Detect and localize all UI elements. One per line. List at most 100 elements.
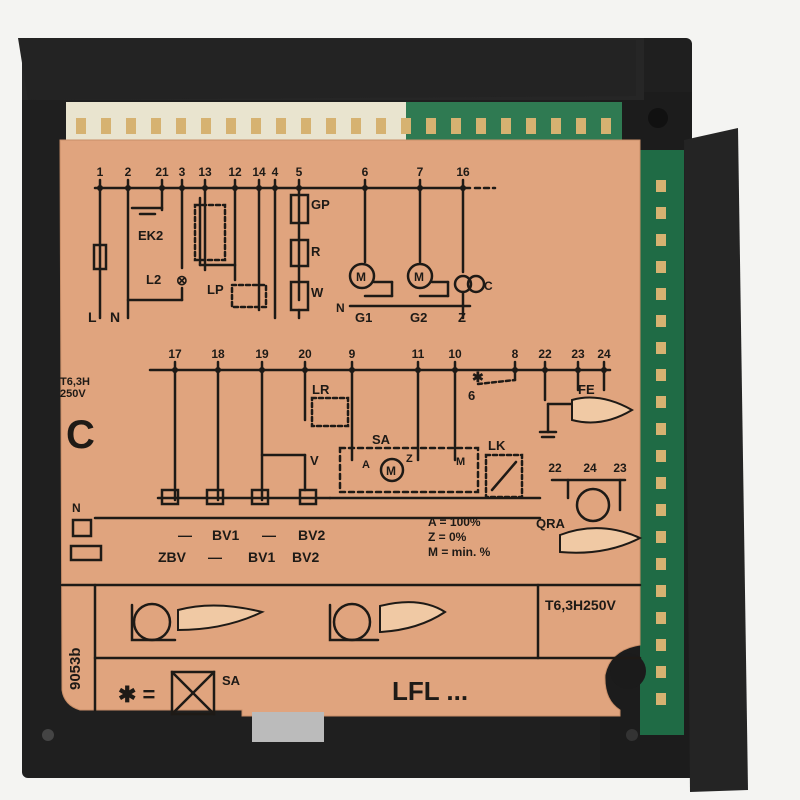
terminal-node xyxy=(202,185,208,191)
connector-pin xyxy=(656,288,666,300)
terminal-node xyxy=(417,185,423,191)
connector-pin xyxy=(656,531,666,543)
star-equals: ✱ = xyxy=(118,682,155,707)
valve-legend-item: BV2 xyxy=(292,549,319,565)
terminal-number: 8 xyxy=(512,347,519,361)
terminal-number: 16 xyxy=(456,165,470,179)
position-legend-item: M = min. % xyxy=(428,545,491,559)
terminal-node xyxy=(362,185,368,191)
connector-pin xyxy=(601,118,611,134)
connector-pin xyxy=(351,118,361,134)
terminal-node xyxy=(296,185,302,191)
terminal-node xyxy=(232,185,238,191)
label-n-mid: N xyxy=(72,501,81,515)
flame-symbols xyxy=(177,396,643,634)
vertical-code: 9053b xyxy=(67,647,84,690)
connector-pin xyxy=(656,396,666,408)
terminal-node xyxy=(512,367,518,373)
motor-g1-symbol: M xyxy=(356,270,366,284)
screw-hole-bottom-left xyxy=(42,729,54,741)
valve-legend-item: BV1 xyxy=(212,527,239,543)
big-c-label: C xyxy=(66,413,95,457)
connector-pin xyxy=(656,207,666,219)
terminal-node xyxy=(415,367,421,373)
terminal-node xyxy=(575,367,581,373)
motor-g2-symbol: M xyxy=(414,270,424,284)
connector-pin xyxy=(551,118,561,134)
terminal-node xyxy=(97,185,103,191)
right-connector xyxy=(640,150,684,735)
circuit-board xyxy=(59,139,641,717)
connector-pin xyxy=(451,118,461,134)
connector-pin xyxy=(656,234,666,246)
adjust-knob xyxy=(610,653,646,689)
terminal-number: 13 xyxy=(198,165,212,179)
connector-pin xyxy=(576,118,586,134)
valve-legend-item: BV1 xyxy=(248,549,275,565)
terminal-number: 12 xyxy=(228,165,242,179)
label-z: Z xyxy=(458,310,466,325)
sa-small: SA xyxy=(222,673,241,688)
label-v: V xyxy=(310,453,319,468)
position-legend-item: Z = 0% xyxy=(428,530,467,544)
terminal-number: 14 xyxy=(252,165,266,179)
valve-legend-item: — xyxy=(208,549,222,565)
label-g2: G2 xyxy=(410,310,427,325)
connector-pin xyxy=(401,118,411,134)
connector-pin xyxy=(656,504,666,516)
connector-pin xyxy=(656,666,666,678)
terminal-node xyxy=(172,367,178,373)
connector-pin xyxy=(656,180,666,192)
terminal-node xyxy=(302,367,308,373)
terminal-number: 7 xyxy=(417,165,424,179)
label-c: C xyxy=(484,279,493,293)
connector-pin xyxy=(656,639,666,651)
terminal-number: 6 xyxy=(362,165,369,179)
valve-legend-item: ZBV xyxy=(158,549,187,565)
label-l2: L2 xyxy=(146,272,161,287)
label-sa-a: A xyxy=(362,459,370,471)
connector-pin xyxy=(151,118,161,134)
connector-pin xyxy=(656,342,666,354)
connector-pin xyxy=(101,118,111,134)
label-lr: LR xyxy=(312,382,330,397)
terminal-node xyxy=(272,185,278,191)
connector-pin xyxy=(476,118,486,134)
label-w: W xyxy=(311,285,324,300)
fuse-rating: T6,3H250V xyxy=(545,597,616,613)
terminal-number: 1 xyxy=(97,165,104,179)
terminal-node xyxy=(452,367,458,373)
connector-pin xyxy=(656,612,666,624)
connector-pin xyxy=(76,118,86,134)
connector-pin xyxy=(426,118,436,134)
valve-legend-item: — xyxy=(178,527,192,543)
terminal-number: 23 xyxy=(571,347,585,361)
terminal-number: 24 xyxy=(597,347,611,361)
label-fe: FE xyxy=(578,382,595,397)
terminal-number: 11 xyxy=(412,347,425,361)
connector-pin xyxy=(376,118,386,134)
label-gp: GP xyxy=(311,197,330,212)
connector-pin xyxy=(656,315,666,327)
connector-pin xyxy=(301,118,311,134)
fuse-line-2: 250V xyxy=(60,388,86,400)
terminal-number: 5 xyxy=(296,165,303,179)
terminal-number: 18 xyxy=(211,347,225,361)
connector-pin xyxy=(326,118,336,134)
bottom-slot xyxy=(252,712,324,742)
connector-pin xyxy=(201,118,211,134)
label-r: R xyxy=(311,244,321,259)
connector-pin xyxy=(656,423,666,435)
terminal-node xyxy=(542,367,548,373)
terminal-number: 2 xyxy=(125,165,132,179)
top-connector xyxy=(66,102,622,142)
connector-pin xyxy=(656,693,666,705)
schematic-wiring xyxy=(60,178,642,716)
terminal-number: 4 xyxy=(272,165,279,179)
valve-legend-item: BV2 xyxy=(298,527,325,543)
terminal-number: 20 xyxy=(298,347,312,361)
connector-pin xyxy=(276,118,286,134)
terminal-number: 17 xyxy=(168,347,182,361)
fuse-line-1: T6,3H xyxy=(60,376,90,388)
connector-pin xyxy=(526,118,536,134)
